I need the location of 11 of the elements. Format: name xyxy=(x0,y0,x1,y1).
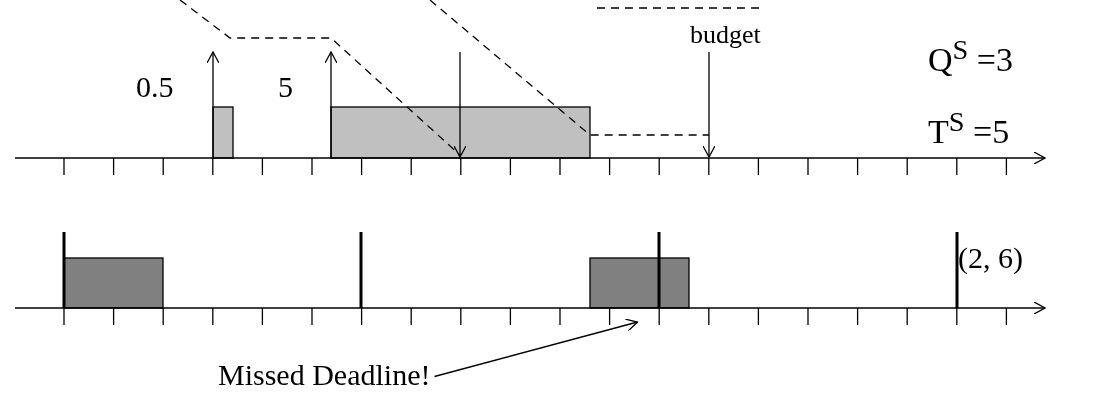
legend-text: budget xyxy=(690,22,761,48)
execution-block xyxy=(63,257,164,309)
parameter-label: T$^{S}$ =5 xyxy=(928,108,1010,150)
parameter-label: Q$^{S}$ =3 xyxy=(928,36,1013,78)
leader-arrow xyxy=(433,318,639,378)
execution-block xyxy=(330,106,591,159)
value-label: 0.5 xyxy=(136,72,174,102)
value-label: 5 xyxy=(278,72,293,102)
task-parameters: (2, 6) xyxy=(958,243,1023,273)
annotation-text: Missed Deadline! xyxy=(218,360,431,390)
execution-block xyxy=(589,257,690,309)
